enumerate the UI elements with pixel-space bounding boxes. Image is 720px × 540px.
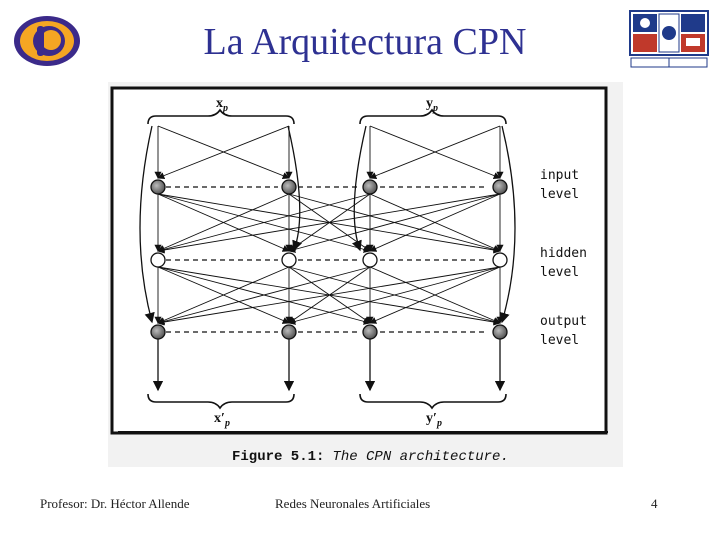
top-to-input-edge [369,125,501,180]
top-brace-y [359,108,507,125]
footer-course: Redes Neuronales Artificiales [275,496,431,511]
top-label-x: xp [216,96,228,114]
slide-title: La Arquitectura CPN [203,21,527,63]
hidden-node-2 [281,252,297,268]
bottom-label-x: x′p [214,411,230,429]
input-node-3 [362,179,378,195]
inner-left-arc [287,125,303,252]
university-logo-icon [10,12,84,70]
inner-right-arc [351,125,367,252]
hidden-level-label-1: hidden [540,246,587,261]
footer-professor: Profesor: Dr. Héctor Allende [40,496,190,511]
input-node-1 [150,179,166,195]
hidden-node-1 [150,252,166,268]
hidden-level-label-2: level [540,265,579,280]
top-to-input-edge [157,125,290,180]
output-level-label-1: output [540,314,587,329]
hidden-output-edge [369,266,501,324]
figure-caption: Figure 5.1:The CPN architecture. [232,449,509,465]
input-hidden-edge [157,193,501,254]
hidden-node-4 [492,252,508,268]
input-node-2 [281,179,297,195]
hidden-output-edge [288,266,501,325]
input-hidden-edge [288,193,501,253]
left-side-arc [139,125,155,324]
input-hidden-edge [369,193,501,252]
input-hidden-edge [157,193,371,253]
input-node-4 [492,179,508,195]
hidden-node-3 [362,252,378,268]
hidden-output-edge [157,266,290,324]
input-level-label-2: level [540,187,579,202]
top-label-y: yp [426,96,438,114]
bottom-brace-y [359,393,507,410]
bottom-label-y: y′p [426,411,442,429]
hidden-output-edge [157,266,371,325]
input-level-label-1: input [540,168,579,183]
output-level-label-2: level [540,333,579,348]
footer-page-number: 4 [651,496,658,511]
hidden-output-edge [157,266,501,326]
bottom-brace-x [147,393,295,410]
cpn-architecture-figure: xp yp x′p y′p input level hidden [108,82,623,467]
output-node-1 [150,324,166,340]
top-brace-x [147,108,295,125]
output-node-4 [492,324,508,340]
input-hidden-edge [157,193,290,252]
output-node-3 [362,324,378,340]
output-node-2 [281,324,297,340]
university-seal-icon [628,10,710,70]
right-side-arc [499,125,516,324]
